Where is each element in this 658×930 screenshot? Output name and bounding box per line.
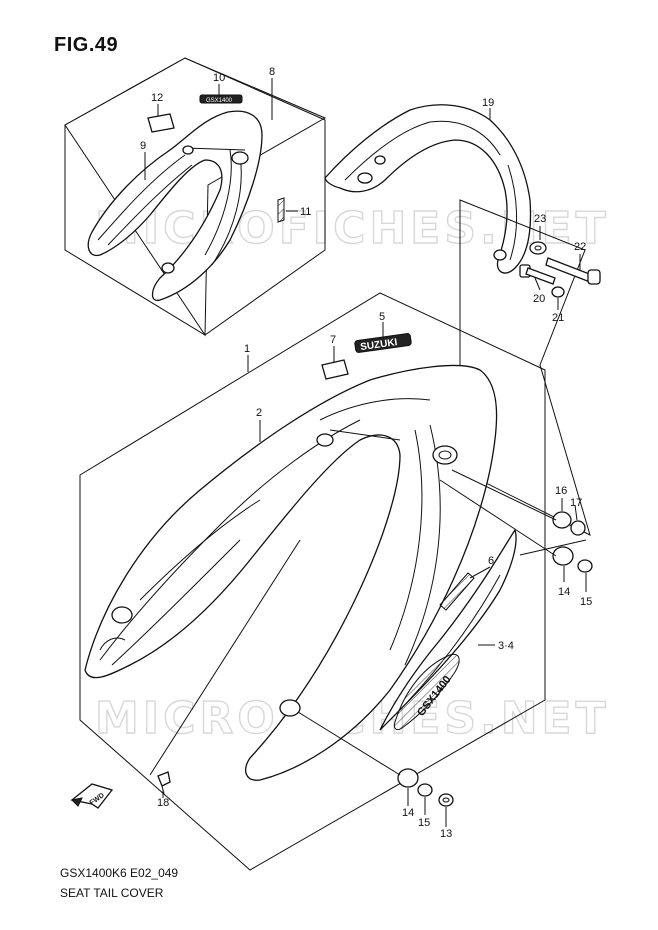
grommet-14-lower — [397, 768, 419, 788]
callout-20: 20 — [533, 293, 545, 305]
callout-10: 10 — [213, 72, 225, 84]
inset-box-outline — [64, 57, 327, 337]
inset-tail-cover — [87, 110, 263, 302]
grommet-17 — [570, 520, 586, 536]
nut-21 — [551, 286, 565, 298]
callout-9: 9 — [140, 140, 146, 152]
inset-box — [64, 57, 326, 336]
callout-7: 7 — [330, 334, 336, 346]
callout-17: 17 — [570, 497, 582, 509]
sticker-7 — [321, 359, 349, 380]
callout-18: 18 — [157, 797, 169, 809]
sticker-6 — [439, 572, 475, 611]
bolt-13 — [438, 793, 454, 807]
callout-14-lower: 14 — [402, 807, 414, 819]
section-name: SEAT TAIL COVER — [60, 886, 164, 900]
washer-23-hole — [534, 245, 542, 251]
callout-19: 19 — [482, 97, 494, 109]
callout-14-upper: 14 — [558, 586, 570, 598]
model-emblem-3-4 — [393, 653, 460, 731]
grommet-14-upper — [552, 546, 574, 566]
clip-18 — [157, 771, 171, 795]
callout-16: 16 — [555, 485, 567, 497]
callout-11: 11 — [300, 206, 311, 218]
brand-emblem-5 — [354, 333, 412, 353]
callout-23: 23 — [534, 213, 546, 225]
inset-pin-11 — [277, 197, 285, 223]
washer-23 — [529, 241, 547, 255]
fastener-22 — [545, 257, 601, 285]
callout-1: 1 — [244, 343, 250, 355]
inset-emblem-text: GSX1400 — [206, 98, 233, 104]
leader-lines — [144, 78, 587, 827]
assembly-guides — [149, 469, 587, 776]
brand-emblem-text: SUZUKI — [360, 337, 399, 353]
callout-15-lower: 15 — [418, 817, 430, 829]
grab-rail-19 — [324, 104, 532, 274]
callout-12: 12 — [151, 92, 163, 104]
callout-5: 5 — [379, 311, 385, 323]
callout-6: 6 — [488, 555, 494, 567]
callout-3-4: 3·4 — [498, 640, 514, 652]
collar-15-lower — [417, 783, 433, 797]
callout-21: 21 — [552, 312, 564, 324]
figure-title: FIG.49 — [54, 34, 119, 56]
model-code: GSX1400K6 E02_049 — [60, 866, 179, 880]
fwd-arrow — [70, 783, 114, 809]
main-tail-cover-1 — [84, 364, 498, 781]
collar-15-upper — [577, 559, 593, 573]
grommet-16 — [552, 511, 572, 529]
callout-2: 2 — [256, 407, 262, 419]
callout-8: 8 — [269, 66, 275, 78]
callout-15-upper: 15 — [580, 596, 592, 608]
inset-emblem-10 — [199, 94, 243, 104]
callout-22: 22 — [574, 241, 586, 253]
main-box — [79, 292, 546, 871]
inset-sticker-12 — [147, 113, 175, 133]
fastener-20 — [519, 264, 556, 285]
callout-13: 13 — [440, 828, 452, 840]
